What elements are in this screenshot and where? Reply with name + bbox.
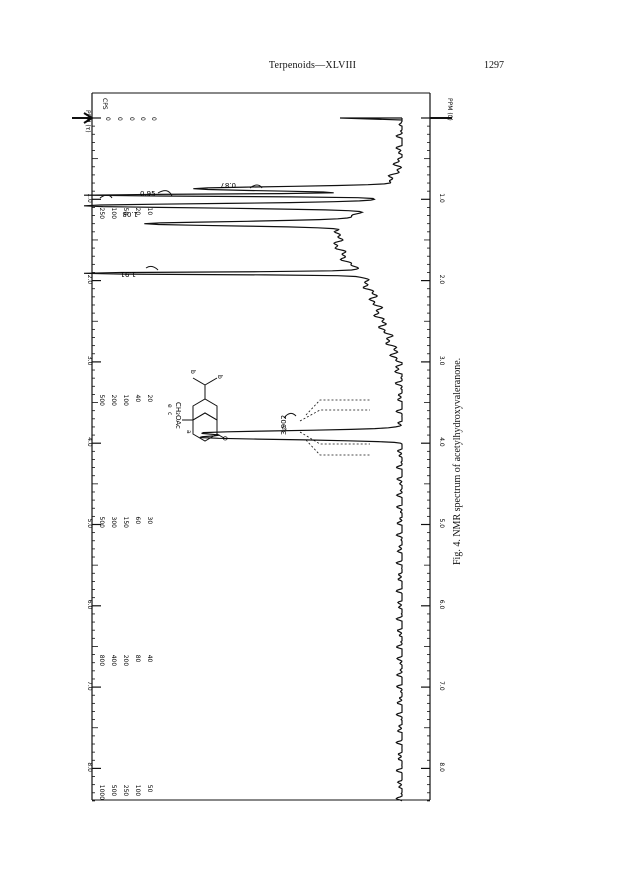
- peak-pointer-d: [283, 412, 297, 419]
- peak-label-d: 3.902: [280, 415, 288, 435]
- sweep-offset-label: 500: [110, 785, 117, 797]
- zero-label: 0: [150, 117, 157, 121]
- atom-label: e: [166, 404, 173, 408]
- ppm-label: 8.0: [86, 762, 93, 772]
- sweep-offset-label: 1000: [98, 785, 105, 800]
- peak-label-c: 1.91: [120, 270, 136, 278]
- ppm-label: 8.0: [438, 762, 445, 772]
- sweep-offset-label: 500: [98, 517, 105, 529]
- ppm-label: 4.0: [86, 437, 93, 447]
- zero-label: 0: [139, 117, 146, 121]
- sweep-offset-label: 40: [146, 655, 153, 663]
- atom-label: b: [189, 370, 196, 374]
- atom-label: a: [185, 430, 192, 434]
- sweep-offset-label: 400: [110, 655, 117, 667]
- cps-label: CPS: [101, 98, 108, 110]
- sweep-offset-label: 500: [98, 395, 105, 407]
- sweep-offset-label: 30: [146, 517, 153, 525]
- sweep-offset-label: 200: [110, 395, 117, 407]
- sweep-offset-label: 100: [134, 785, 141, 797]
- ppm-label: 5.0: [86, 519, 93, 529]
- zero-labels: 0 0 0 0 0: [104, 117, 157, 121]
- sweep-offset-label: 250: [98, 208, 105, 220]
- spectrum-trace: [83, 118, 403, 802]
- isopropyl: [192, 377, 218, 399]
- atom-label: c: [166, 412, 173, 415]
- sweep-offset-label: 50: [146, 785, 153, 793]
- ppm-axis-labels: 1.0 1.0 2.0 2.0 3.0 3.0 4.0 4.0 5.0 5.0 6.0 6.0 7.0 7…: [86, 193, 445, 772]
- sweep-offset-label: 150: [122, 517, 129, 529]
- scale-top-label: PPM (τ): [84, 110, 91, 133]
- ppm-ticks: [92, 117, 430, 802]
- sweep-offset-label: 100: [122, 395, 129, 407]
- sweep-offset-label: 250: [122, 785, 129, 797]
- atom-label: d: [280, 426, 287, 430]
- multiplet-guides: [299, 399, 370, 456]
- sweep-offset-label: 10: [146, 208, 153, 216]
- sweep-offset-label: 60: [134, 517, 141, 525]
- tms-peak: [339, 117, 403, 121]
- ppm-label: 6.0: [438, 600, 445, 610]
- figure-caption: Fig. 4. NMR spectrum of acetylhydroxyval…: [452, 357, 463, 565]
- sweep-offset-label: 20: [146, 395, 153, 403]
- atom-label: O: [221, 436, 228, 441]
- ppm-label: 5.0: [438, 519, 445, 529]
- sweep-offset-label: 300: [110, 517, 117, 529]
- zero-label: 0: [116, 117, 123, 121]
- peak-pointer-e: [157, 190, 173, 197]
- page-number: 1297: [484, 60, 504, 71]
- ppm-label: 3.0: [86, 356, 93, 366]
- peak-pointer-a: [99, 194, 113, 199]
- ppm-label: 1.0: [86, 193, 93, 203]
- sweep-offset-label: 100: [110, 208, 117, 220]
- sweep-offset-label: 40: [134, 395, 141, 403]
- peak-annotations: 0.87 0.95 1.08 1.91 3.902: [120, 181, 288, 435]
- sweep-offset-labels: 250 100 50 20 10 500 200 100 40 20 500 300 150 60 30 80…: [98, 208, 153, 801]
- peak-label-b: 0.87: [220, 181, 236, 189]
- carbonyl-bond: [216, 433, 225, 439]
- sweep-offset-label: 80: [134, 655, 141, 663]
- substituent-label: CH₂OAc: [174, 402, 182, 429]
- peak-pointer-b: [249, 184, 263, 189]
- ring-b: [192, 398, 218, 421]
- ppm-label: 2.0: [86, 275, 93, 285]
- ppm-label: 2.0: [438, 275, 445, 285]
- ppm-label: 1.0: [438, 193, 445, 203]
- sweep-offset-label: 50: [122, 208, 129, 216]
- ppm-label: 7.0: [438, 681, 445, 691]
- atom-label: b: [216, 375, 223, 379]
- peak-label-a: 1.08: [122, 210, 138, 218]
- running-title: Terpenoids—XLVIII: [268, 60, 357, 71]
- ppm-label: 7.0: [86, 681, 93, 691]
- structure-drawing: CH₂OAc e c a b b O d: [166, 370, 287, 442]
- zero-label: 0: [128, 117, 135, 121]
- sweep-offset-label: 800: [98, 655, 105, 667]
- sweep-offset-label: 20: [134, 208, 141, 216]
- sweep-offset-label: 200: [122, 655, 129, 667]
- ppm-label: 3.0: [438, 356, 445, 366]
- scale-bottom-label: PPM (δ): [446, 98, 453, 121]
- peak-label-e: 0.95: [140, 190, 156, 198]
- zero-label: 0: [104, 117, 111, 121]
- ppm-label: 6.0: [86, 600, 93, 610]
- peak-pointer-c: [145, 265, 159, 271]
- ppm-label: 4.0: [438, 437, 445, 447]
